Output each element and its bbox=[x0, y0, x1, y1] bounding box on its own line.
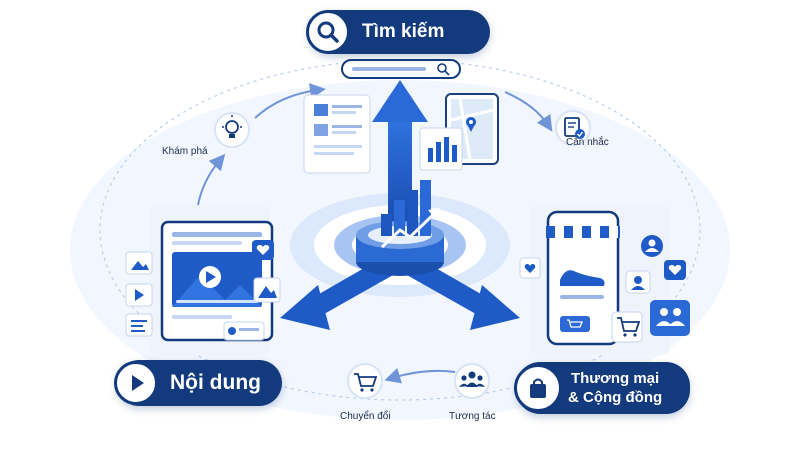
stage-content-pill[interactable]: Nội dung bbox=[114, 360, 282, 406]
people-icon bbox=[459, 371, 485, 387]
stage-content-disc bbox=[114, 361, 158, 405]
step-interact-node bbox=[454, 363, 490, 399]
content-cluster bbox=[125, 205, 281, 355]
mini-cart-icon bbox=[567, 319, 583, 328]
arrow-interact-to-convert bbox=[384, 368, 456, 384]
step-consider-label: Cân nhắc bbox=[566, 137, 609, 148]
step-discover-node bbox=[214, 112, 250, 148]
stage-commerce-disc bbox=[514, 364, 562, 412]
video-tile-icon bbox=[135, 289, 144, 301]
play-icon bbox=[206, 271, 216, 283]
map-pin-icon bbox=[466, 117, 476, 132]
stage-commerce-line1: Thương mại bbox=[570, 370, 660, 387]
arrow-search-to-consider bbox=[504, 91, 553, 132]
search-bar[interactable] bbox=[341, 59, 461, 79]
video-player[interactable] bbox=[172, 252, 262, 307]
search-icon bbox=[437, 63, 450, 76]
shopping-cart-icon bbox=[617, 317, 641, 337]
step-convert-node bbox=[347, 363, 383, 399]
search-result-cards bbox=[303, 94, 371, 174]
cart-icon bbox=[354, 373, 378, 392]
shopping-bag-icon bbox=[530, 378, 546, 398]
heart-icon bbox=[256, 245, 270, 255]
commerce-cluster bbox=[519, 205, 690, 355]
heart-badge-icon bbox=[668, 265, 682, 275]
stage-commerce-pill[interactable]: Thương mại & Cộng đồng bbox=[514, 362, 690, 414]
community-icon bbox=[656, 308, 685, 326]
step-interact-label: Tương tác bbox=[449, 411, 496, 422]
growth-bars-icon bbox=[380, 180, 440, 249]
image-icon bbox=[131, 261, 149, 270]
checklist-icon bbox=[564, 117, 585, 139]
step-convert-label: Chuyển đổi bbox=[340, 411, 391, 422]
storefront-awning-icon bbox=[546, 226, 620, 238]
arrow-discover-to-search bbox=[254, 83, 326, 119]
text-lines-icon bbox=[131, 320, 147, 332]
photo-icon bbox=[258, 286, 277, 298]
play-icon bbox=[132, 375, 144, 391]
step-consider-node bbox=[555, 110, 591, 146]
user-avatar-icon bbox=[648, 239, 656, 247]
stage-search-label: Tìm kiếm bbox=[362, 21, 445, 42]
arrow-content-to-discover bbox=[197, 153, 226, 206]
stage-content-label: Nội dung bbox=[170, 371, 261, 394]
analytics-card bbox=[419, 127, 463, 171]
stage-commerce-line2: & Cộng đồng bbox=[568, 389, 663, 406]
shoe-icon bbox=[560, 270, 605, 286]
stage-search-disc bbox=[306, 10, 350, 54]
step-discover-label: Khám phá bbox=[162, 146, 208, 157]
magnifier-icon bbox=[317, 21, 339, 43]
stage-commerce-label: Thương mại & Cộng đồng bbox=[562, 369, 672, 407]
lightbulb-icon bbox=[222, 115, 242, 138]
stage-search-pill[interactable]: Tìm kiếm bbox=[306, 10, 490, 54]
